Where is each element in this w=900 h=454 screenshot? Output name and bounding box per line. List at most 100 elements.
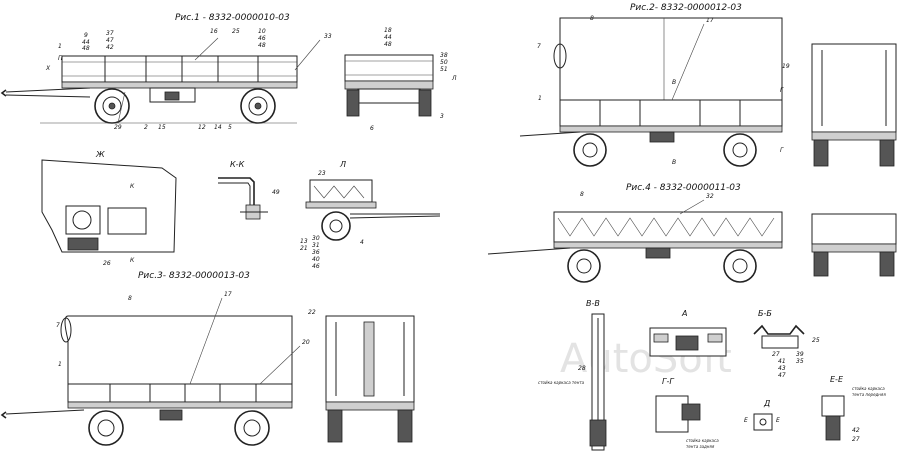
fig2-rear-body <box>811 43 897 133</box>
svg-text:К: К <box>130 183 135 190</box>
section-l: Л 23 13 21 30 31 36 40 46 4 <box>300 160 441 270</box>
svg-text:К-К: К-К <box>230 160 245 169</box>
svg-text:3: 3 <box>440 113 444 120</box>
fig2-rear-right-wheels <box>879 139 895 167</box>
svg-text:стойка каркаса: стойка каркаса <box>686 438 719 443</box>
svg-text:47: 47 <box>106 37 114 44</box>
fig1-side-view: Рис.1 - 8332-0000010-03 9 44 48 37 47 42… <box>0 13 332 131</box>
svg-text:27: 27 <box>852 436 860 443</box>
fig1-caption: Рис.1 - 8332-0000010-03 <box>175 13 290 23</box>
svg-text:18: 18 <box>384 27 392 34</box>
section-ee-bracket <box>821 395 845 417</box>
svg-text:8: 8 <box>128 295 132 302</box>
svg-text:Г-Г: Г-Г <box>662 377 674 386</box>
fig4-bows <box>557 217 775 237</box>
svg-text:В: В <box>672 159 676 166</box>
svg-text:25: 25 <box>812 337 820 344</box>
section-d: Д Е Е <box>744 399 780 431</box>
svg-text:37: 37 <box>106 30 114 37</box>
fig3-rear-view: 22 <box>308 309 415 443</box>
section-kk: К-К 49 <box>218 160 280 220</box>
svg-text:7: 7 <box>56 322 60 329</box>
fig1-drawbar-eye <box>0 89 7 97</box>
svg-text:20: 20 <box>302 339 310 346</box>
svg-text:43: 43 <box>778 365 786 372</box>
svg-text:42: 42 <box>106 44 114 51</box>
svg-text:Б-Б: Б-Б <box>758 309 772 318</box>
section-gg: Г-Г стойка каркаса тента задняя <box>655 377 719 449</box>
fig2-side-view: Рис.2- 8332-0000012-03 8 17 7 19 1 В В Г… <box>519 3 790 167</box>
svg-text:8: 8 <box>590 15 594 22</box>
svg-text:13: 13 <box>300 238 308 245</box>
section-zh-outline <box>41 159 177 253</box>
fig3-sideboards <box>67 383 293 403</box>
fig3-front-wheel <box>88 410 124 446</box>
section-l-body <box>309 179 373 203</box>
svg-text:47: 47 <box>778 372 786 379</box>
section-bb-profile <box>753 324 805 335</box>
svg-text:32: 32 <box>706 193 714 200</box>
svg-text:23: 23 <box>318 170 326 177</box>
svg-text:30: 30 <box>312 235 320 242</box>
svg-text:46: 46 <box>258 35 266 42</box>
fig1-rear-left-wheels <box>346 89 360 117</box>
svg-text:42: 42 <box>852 427 860 434</box>
svg-text:51: 51 <box>440 66 448 73</box>
svg-text:15: 15 <box>158 124 166 131</box>
svg-text:36: 36 <box>312 249 320 256</box>
section-zh-bracket <box>67 237 99 251</box>
fig3-rear-left-wheels <box>327 409 343 443</box>
fig4-rear-right-wheels <box>879 251 895 277</box>
svg-text:Л: Л <box>339 160 346 169</box>
svg-text:8: 8 <box>580 191 584 198</box>
svg-text:Д: Д <box>763 399 770 408</box>
svg-text:Г: Г <box>780 147 784 154</box>
fig3-caption: Рис.3- 8332-0000013-03 <box>138 271 250 281</box>
svg-text:29: 29 <box>114 124 122 131</box>
svg-text:тента задняя: тента задняя <box>686 444 715 449</box>
svg-text:1: 1 <box>58 43 62 50</box>
fig2-sideboards <box>559 99 783 127</box>
svg-text:33: 33 <box>324 33 332 40</box>
fig4-drawbar <box>487 247 571 255</box>
fig3-side-view: Рис.3- 8332-0000013-03 8 17 7 1 20 <box>0 271 310 446</box>
svg-text:39: 39 <box>796 351 804 358</box>
fig4-front-wheel <box>567 249 601 283</box>
svg-text:Е-Е: Е-Е <box>830 375 844 384</box>
fig2-rear-view <box>811 43 897 167</box>
svg-text:26: 26 <box>103 260 111 267</box>
svg-text:В: В <box>672 79 676 86</box>
svg-text:6: 6 <box>370 125 374 132</box>
fig4-rear-view <box>811 213 897 277</box>
svg-text:тента передняя: тента передняя <box>852 392 886 397</box>
svg-text:25: 25 <box>232 28 240 35</box>
fig2-front-wheel <box>573 133 607 167</box>
svg-text:40: 40 <box>312 256 320 263</box>
svg-text:16: 16 <box>210 28 218 35</box>
svg-text:28: 28 <box>578 365 586 372</box>
svg-text:К: К <box>130 257 135 264</box>
svg-text:41: 41 <box>778 358 786 365</box>
svg-text:46: 46 <box>312 263 320 270</box>
fig1-rear-body <box>344 54 434 82</box>
svg-text:Е: Е <box>744 417 748 424</box>
fig1-rear-view: 18 44 48 38 50 51 Л 6 3 <box>344 27 457 132</box>
fig2-rear-wheel <box>723 133 757 167</box>
fig4-side-view: Рис.4 - 8332-0000011-03 8 32 <box>487 183 783 283</box>
svg-text:38: 38 <box>440 52 448 59</box>
svg-text:12: 12 <box>198 124 206 131</box>
svg-text:35: 35 <box>796 358 804 365</box>
svg-text:2: 2 <box>144 124 148 131</box>
fig2-rear-left-wheels <box>813 139 829 167</box>
svg-text:стойка каркаса: стойка каркаса <box>852 386 885 391</box>
fig3-rear-wheel <box>234 410 270 446</box>
svg-text:22: 22 <box>308 309 316 316</box>
svg-text:Ж: Ж <box>95 150 105 159</box>
svg-text:14: 14 <box>214 124 222 131</box>
svg-text:17: 17 <box>706 17 714 24</box>
fig2-drawbar <box>519 131 581 137</box>
svg-text:1: 1 <box>58 361 62 368</box>
svg-text:19: 19 <box>782 63 790 70</box>
svg-text:48: 48 <box>384 41 392 48</box>
